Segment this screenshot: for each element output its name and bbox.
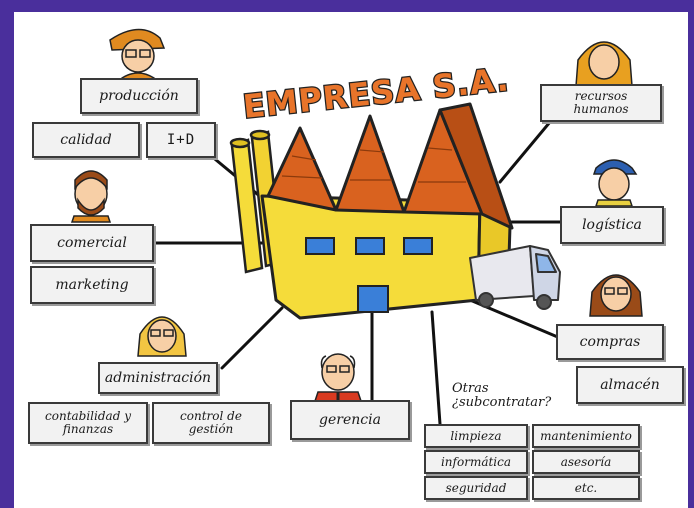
diagram-canvas: EMPRESA S.A.: [14, 12, 688, 508]
subcontract-item: asesoría: [532, 450, 640, 474]
factory-illustration: [229, 102, 561, 320]
compras-box: compras: [556, 324, 664, 360]
administration-avatar-icon: [137, 316, 187, 357]
manager-avatar-icon: [312, 353, 364, 405]
administracion-box: administración: [98, 362, 218, 394]
subcontract-item: informática: [424, 450, 528, 474]
subcontract-item: mantenimiento: [532, 424, 640, 448]
calidad-box: calidad: [32, 122, 140, 158]
contabilidad-box: contabilidad y finanzas: [28, 402, 148, 444]
logistics-avatar-icon: [592, 159, 638, 207]
title-graphic: EMPRESA S.A.: [240, 59, 512, 127]
purchasing-avatar-icon: [589, 274, 643, 317]
avatars: [70, 28, 643, 405]
logistica-box: logística: [560, 206, 664, 244]
id-box: I+D: [146, 122, 216, 158]
subcontract-item: limpieza: [424, 424, 528, 448]
worker-avatar-icon: [109, 28, 166, 87]
hr-avatar-icon: [575, 41, 633, 87]
subcontract-question: Otras ¿subcontratar?: [452, 381, 552, 411]
comercial-box: comercial: [30, 224, 154, 262]
produccion-box: producción: [80, 78, 198, 114]
salesman-avatar-icon: [70, 170, 112, 223]
control-gestion-box: control de gestión: [152, 402, 270, 444]
recursos-humanos-box: recursos humanos: [540, 84, 662, 122]
subcontract-item: etc.: [532, 476, 640, 500]
almacen-box: almacén: [576, 366, 684, 404]
gerencia-box: gerencia: [290, 400, 410, 440]
marketing-box: marketing: [30, 266, 154, 304]
subcontract-item: seguridad: [424, 476, 528, 500]
